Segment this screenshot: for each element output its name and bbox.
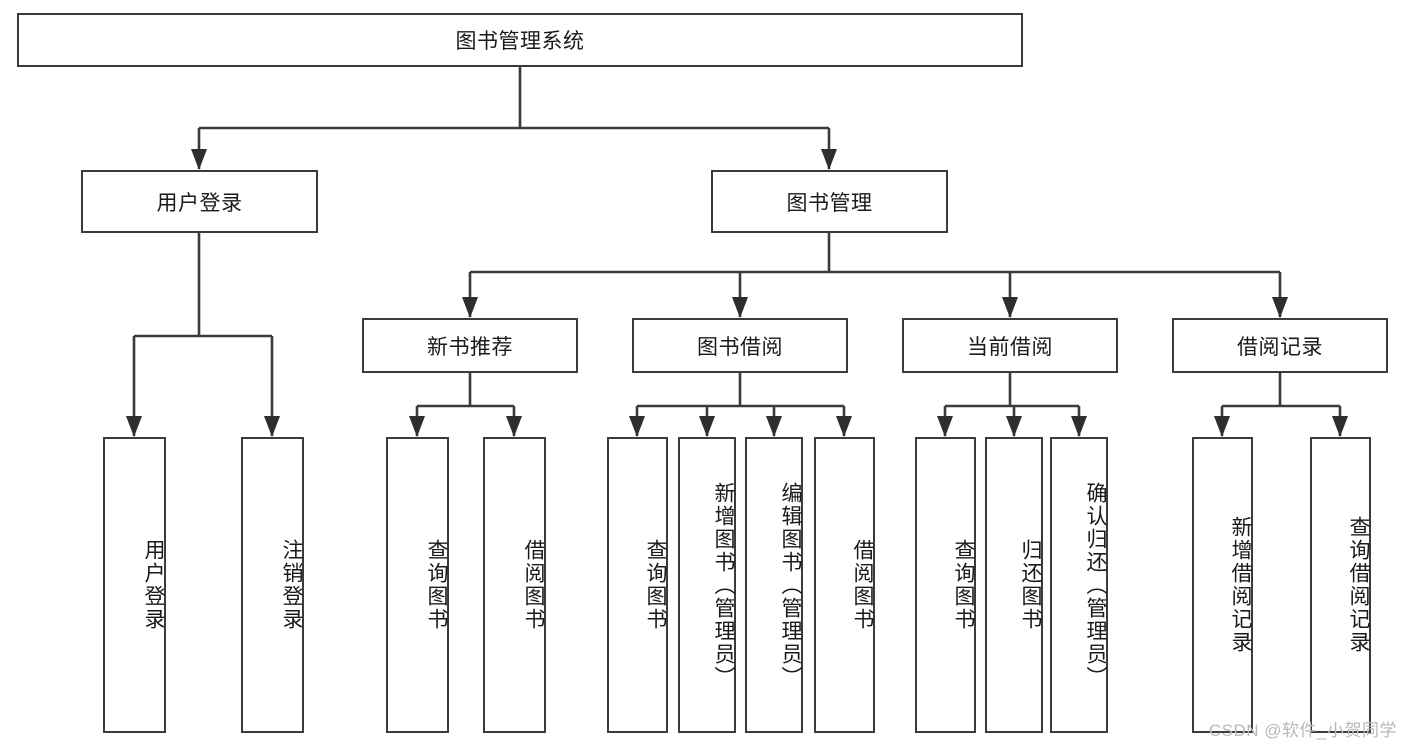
node-label: 用户登录 bbox=[142, 539, 165, 631]
arrow-head-leaf-user-login bbox=[126, 416, 142, 437]
node-leaf-leaf-query-book-current[interactable]: 查询图书 bbox=[915, 437, 976, 733]
node-level2-user-login[interactable]: 用户登录 bbox=[81, 170, 318, 233]
node-level3-borrow-records[interactable]: 借阅记录 bbox=[1172, 318, 1388, 373]
arrow-head-leaf-add-borrow-record bbox=[1214, 416, 1230, 437]
node-level3-current-borrow[interactable]: 当前借阅 bbox=[902, 318, 1118, 373]
node-leaf-leaf-user-login[interactable]: 用户登录 bbox=[103, 437, 166, 733]
node-leaf-leaf-borrow-book-rec[interactable]: 借阅图书 bbox=[483, 437, 546, 733]
node-leaf-leaf-query-borrow-record[interactable]: 查询借阅记录 bbox=[1310, 437, 1371, 733]
node-label: 新书推荐 bbox=[427, 335, 513, 359]
arrow-head-leaf-query-book-borrow bbox=[629, 416, 645, 437]
node-leaf-leaf-borrow-book[interactable]: 借阅图书 bbox=[814, 437, 875, 733]
arrow-head-leaf-borrow-book-rec bbox=[506, 416, 522, 437]
node-label: 查询图书 bbox=[425, 539, 448, 631]
node-label: 借阅记录 bbox=[1237, 335, 1323, 359]
arrow-head-leaf-query-book-rec bbox=[409, 416, 425, 437]
node-label: 图书管理 bbox=[786, 191, 873, 215]
node-leaf-leaf-confirm-return[interactable]: 确认归还（管理员） bbox=[1050, 437, 1108, 733]
arrow-head-user-login bbox=[191, 149, 207, 170]
node-label: 新增图书（管理员） bbox=[712, 481, 735, 689]
node-label: 查询图书 bbox=[952, 539, 975, 631]
node-leaf-leaf-add-borrow-record[interactable]: 新增借阅记录 bbox=[1192, 437, 1253, 733]
node-label: 查询借阅记录 bbox=[1347, 516, 1370, 654]
node-level3-new-book-recommend[interactable]: 新书推荐 bbox=[362, 318, 578, 373]
arrow-head-leaf-borrow-book bbox=[836, 416, 852, 437]
arrow-head-book-borrow bbox=[732, 297, 748, 318]
node-leaf-leaf-query-book-rec[interactable]: 查询图书 bbox=[386, 437, 449, 733]
node-label: 借阅图书 bbox=[851, 539, 874, 631]
arrow-head-book-manage bbox=[821, 149, 837, 170]
arrow-head-leaf-query-borrow-record bbox=[1332, 416, 1348, 437]
node-label: 编辑图书（管理员） bbox=[779, 481, 802, 689]
node-label: 借阅图书 bbox=[522, 539, 545, 631]
node-leaf-leaf-add-book[interactable]: 新增图书（管理员） bbox=[678, 437, 736, 733]
node-label: 新增借阅记录 bbox=[1229, 516, 1252, 654]
node-label: 确认归还（管理员） bbox=[1084, 481, 1107, 689]
node-label: 图书管理系统 bbox=[455, 30, 585, 53]
node-level2-book-manage[interactable]: 图书管理 bbox=[711, 170, 948, 233]
arrow-head-borrow-records bbox=[1272, 297, 1288, 318]
arrow-head-current-borrow bbox=[1002, 297, 1018, 318]
arrow-head-leaf-return-book bbox=[1006, 416, 1022, 437]
arrow-head-leaf-logout bbox=[264, 416, 280, 437]
node-leaf-leaf-logout[interactable]: 注销登录 bbox=[241, 437, 304, 733]
node-leaf-leaf-return-book[interactable]: 归还图书 bbox=[985, 437, 1043, 733]
node-label: 当前借阅 bbox=[967, 335, 1053, 359]
node-label: 归还图书 bbox=[1019, 539, 1042, 631]
node-label: 图书借阅 bbox=[697, 335, 783, 359]
node-leaf-leaf-query-book-borrow[interactable]: 查询图书 bbox=[607, 437, 668, 733]
arrow-head-leaf-query-book-current bbox=[937, 416, 953, 437]
arrow-head-leaf-confirm-return bbox=[1071, 416, 1087, 437]
arrow-head-leaf-add-book bbox=[699, 416, 715, 437]
node-level3-book-borrow[interactable]: 图书借阅 bbox=[632, 318, 848, 373]
node-leaf-leaf-edit-book[interactable]: 编辑图书（管理员） bbox=[745, 437, 803, 733]
arrow-head-leaf-edit-book bbox=[766, 416, 782, 437]
node-label: 用户登录 bbox=[156, 191, 243, 215]
arrow-head-new-book-recommend bbox=[462, 297, 478, 318]
node-root-system[interactable]: 图书管理系统 bbox=[17, 13, 1023, 67]
node-label: 注销登录 bbox=[280, 539, 303, 631]
node-label: 查询图书 bbox=[644, 539, 667, 631]
